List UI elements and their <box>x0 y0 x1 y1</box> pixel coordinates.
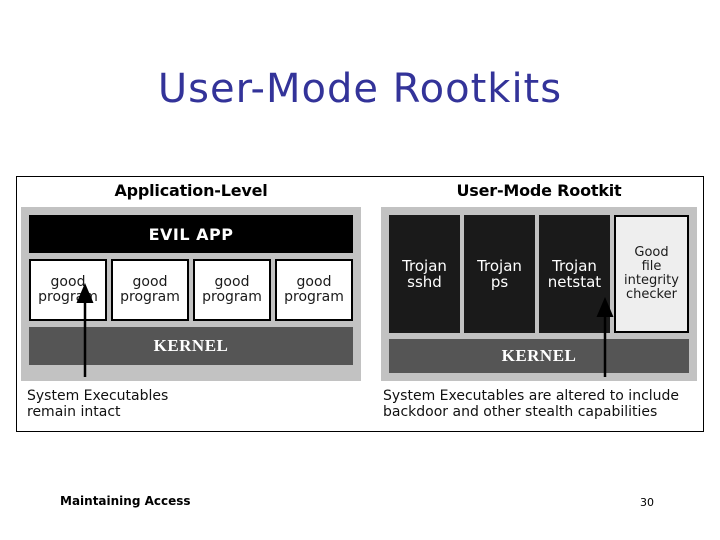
trojan-box: Trojan ps <box>464 215 535 333</box>
trojan-box-line1: Trojan <box>552 256 597 275</box>
evil-app-bar: EVIL APP <box>29 215 353 253</box>
page-number: 30 <box>640 496 654 509</box>
trojan-box-line1: Trojan <box>477 256 522 275</box>
good-program-line1: good <box>50 274 86 291</box>
up-arrow-icon <box>596 297 614 377</box>
good-program-line2: program <box>284 289 344 305</box>
right-kernel-bar: KERNEL <box>389 339 689 373</box>
left-kernel-bar: KERNEL <box>29 327 353 365</box>
trojan-box-row: Trojan sshd Trojan ps Trojan netstat Goo… <box>389 215 689 333</box>
user-mode-rootkit-panel: User-Mode Rootkit Trojan sshd Trojan ps … <box>375 177 703 431</box>
good-program-line1: good <box>296 274 332 291</box>
left-panel-caption: System Executables remain intact <box>27 388 169 420</box>
good-program-row: good program good program good program g… <box>29 259 353 321</box>
left-panel-stack: EVIL APP good program good program good … <box>21 207 361 381</box>
good-program-line2: program <box>202 289 262 305</box>
checker-line4: checker <box>626 286 677 302</box>
rootkit-comparison-diagram: Application-Level EVIL APP good program … <box>16 176 704 432</box>
right-panel-caption: System Executables are altered to includ… <box>383 388 680 420</box>
checker-line1: Good <box>634 245 669 261</box>
right-panel-stack: Trojan sshd Trojan ps Trojan netstat Goo… <box>381 207 697 381</box>
good-program-box: good program <box>29 259 107 321</box>
checker-line3: integrity <box>624 273 679 288</box>
good-program-box: good program <box>193 259 271 321</box>
left-panel-title: Application-Level <box>114 181 268 200</box>
up-arrow-icon <box>76 283 94 377</box>
trojan-box-line1: Trojan <box>402 256 447 275</box>
trojan-box-line2: sshd <box>407 273 442 291</box>
footer-section-label: Maintaining Access <box>60 494 191 508</box>
page-title: User-Mode Rootkits <box>157 66 563 112</box>
good-program-line2: program <box>120 289 180 305</box>
good-program-line1: good <box>132 274 168 291</box>
right-panel-title: User-Mode Rootkit <box>456 181 622 200</box>
file-integrity-checker-box: Good file integrity checker <box>614 215 689 333</box>
good-program-box: good program <box>111 259 189 321</box>
good-program-box: good program <box>275 259 353 321</box>
trojan-box: Trojan sshd <box>389 215 460 333</box>
trojan-box-line2: ps <box>490 273 509 291</box>
trojan-box-line2: netstat <box>547 273 602 291</box>
checker-line2: file <box>641 259 662 275</box>
application-level-panel: Application-Level EVIL APP good program … <box>17 177 365 431</box>
good-program-line1: good <box>214 274 250 291</box>
